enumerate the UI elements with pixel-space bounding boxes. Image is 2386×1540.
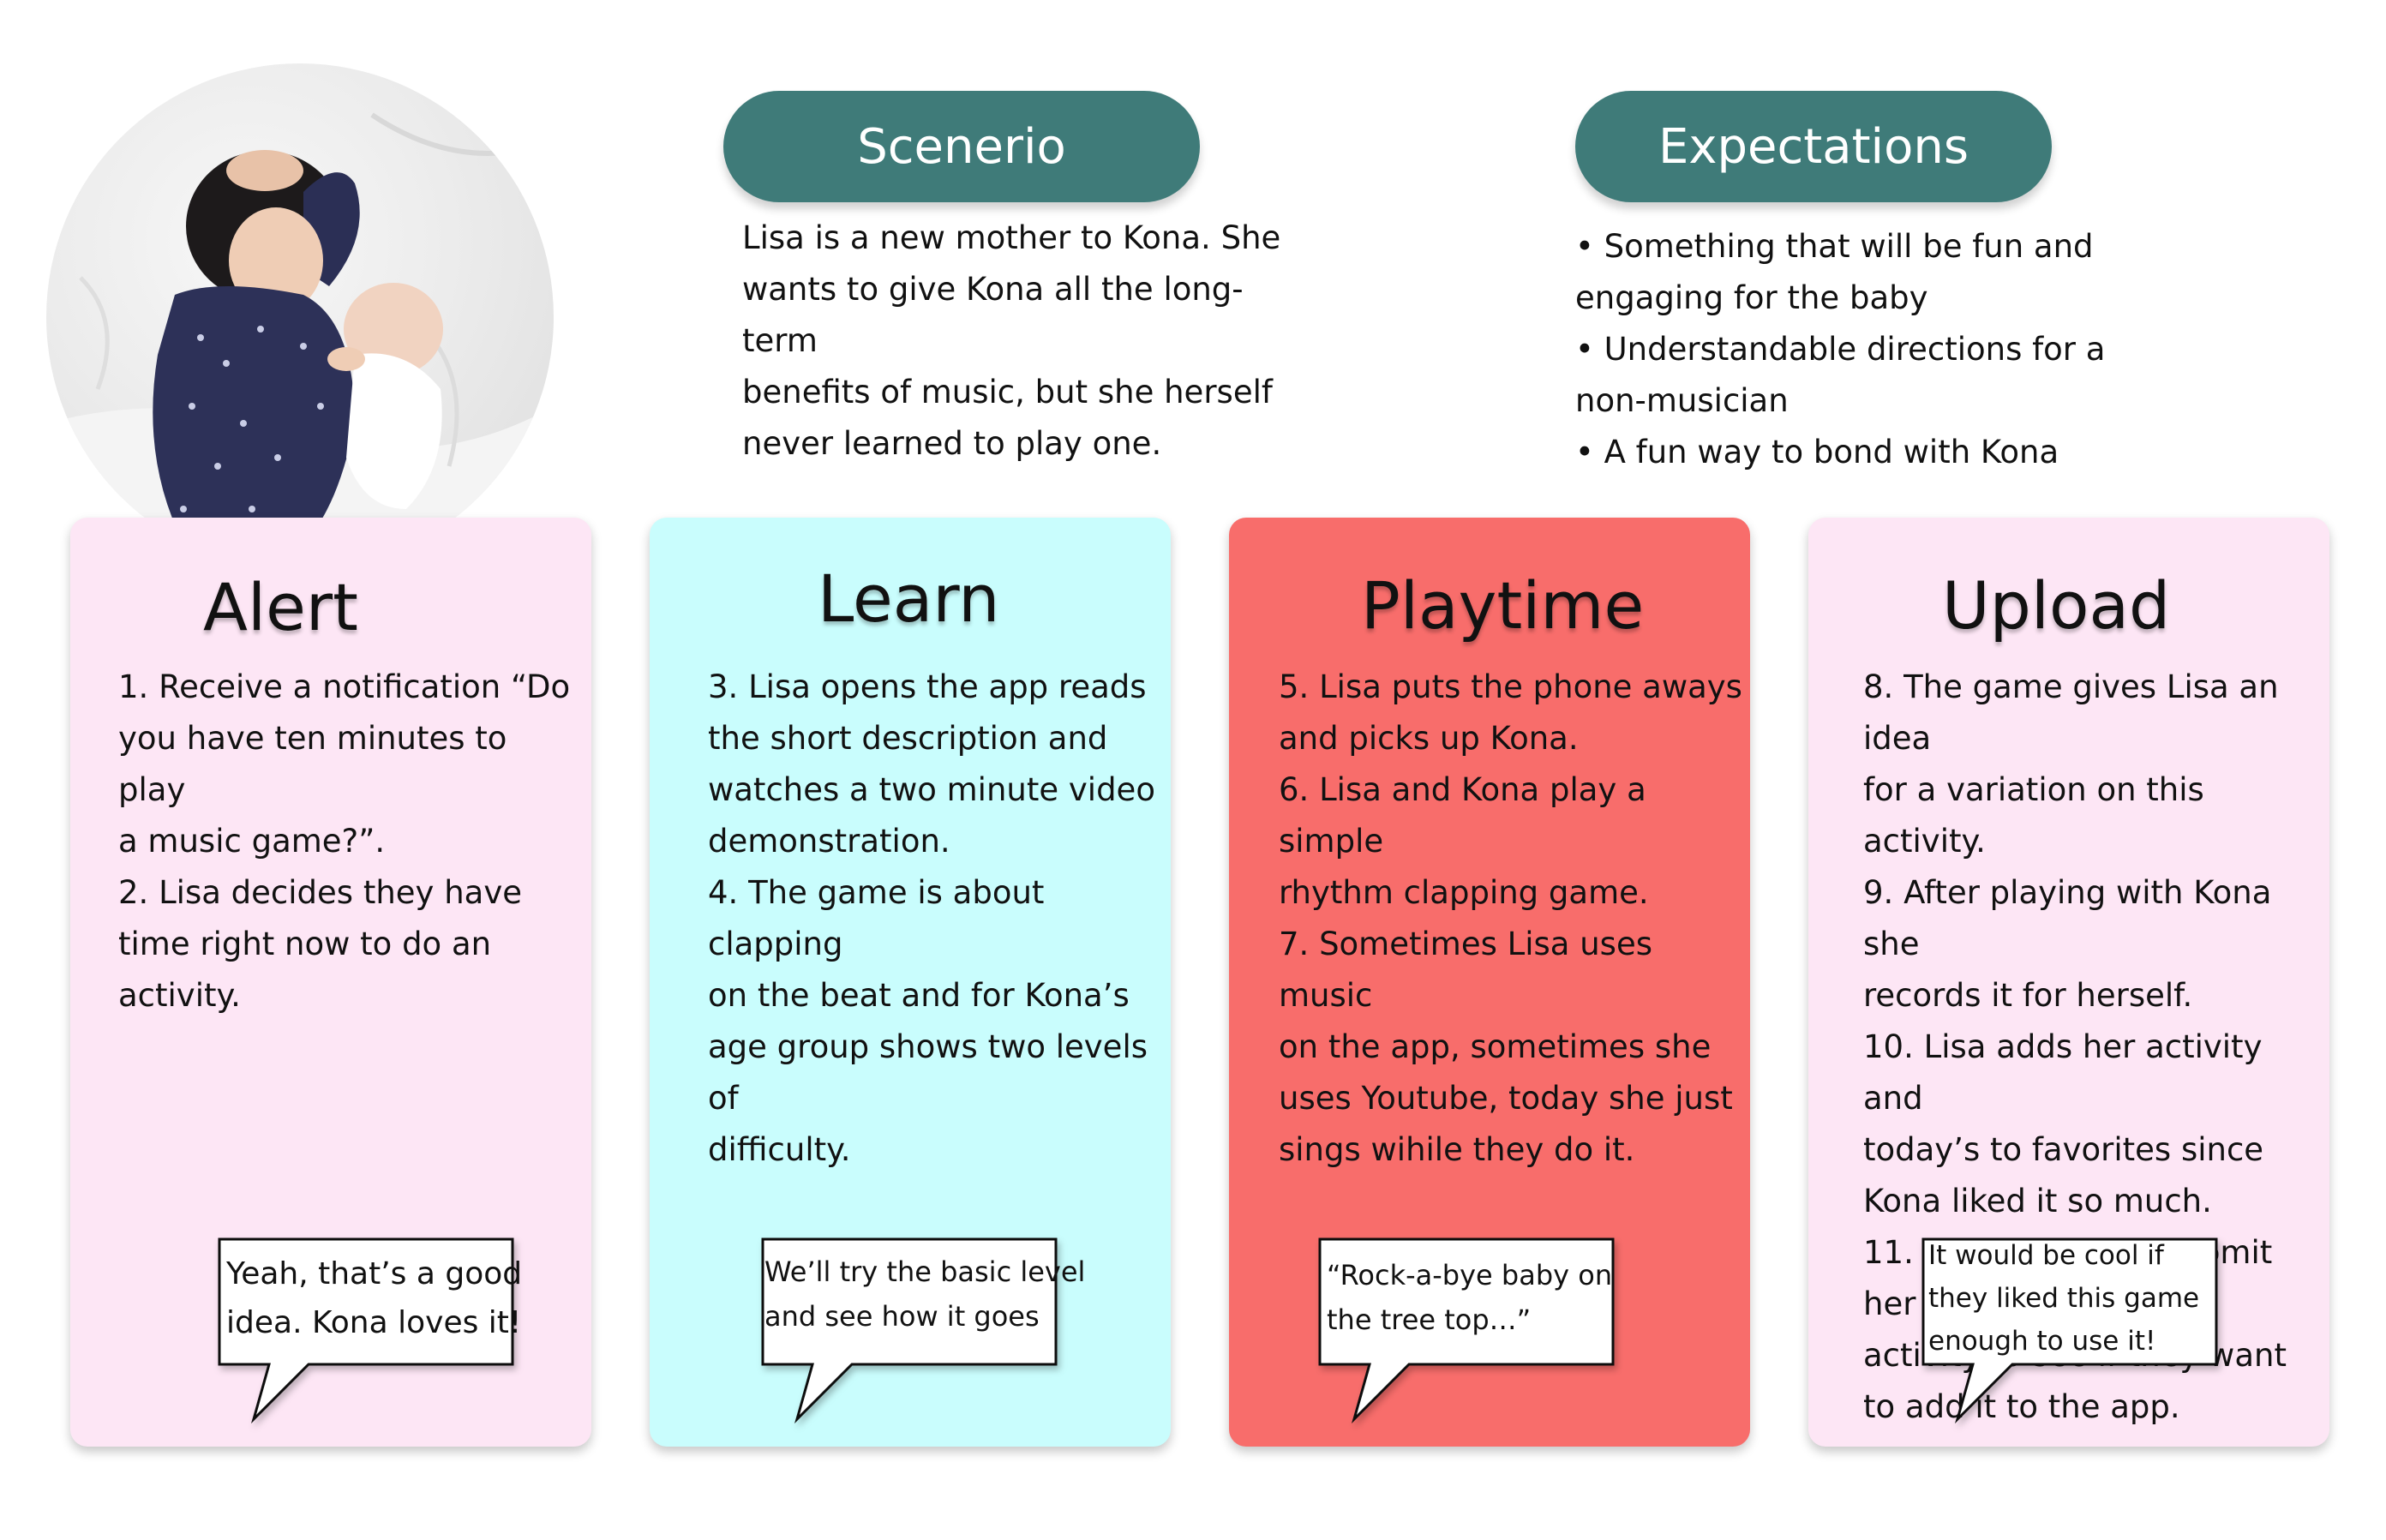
stage-title: Alert — [203, 569, 358, 645]
stage-steps: 3. Lisa opens the app reads the short de… — [708, 662, 1167, 1176]
scenario-line: never learned to play one. — [742, 425, 1162, 462]
scenario-title: Scenerio — [857, 118, 1066, 175]
step-line: 6. Lisa and Kona play a simple — [1279, 771, 1646, 860]
quote-text: We’ll try the basic level and see how it… — [764, 1249, 1085, 1339]
speech-bubble-shape — [218, 1237, 514, 1424]
quote-line: “Rock-a-bye baby on — [1327, 1259, 1613, 1291]
quote-text: Yeah, that’s a good idea. Kona loves it! — [226, 1249, 522, 1347]
scenario-line: Lisa is a new mother to Kona. She — [742, 219, 1281, 256]
scenario-heading: Scenerio — [723, 91, 1200, 202]
step-line: 3. Lisa opens the app reads — [708, 668, 1147, 705]
stage-card-playtime: Playtime 5. Lisa puts the phone aways an… — [1229, 518, 1750, 1447]
quote-line: the tree top…” — [1327, 1303, 1532, 1336]
step-line: a music game?”. — [118, 823, 386, 860]
expectation-item: • Something that will be fun and — [1575, 228, 2094, 265]
step-line: 9. After playing with Kona she — [1863, 874, 2272, 962]
step-line: difficulty. — [708, 1131, 851, 1168]
step-line: 2. Lisa decides they have — [118, 874, 522, 911]
step-line: on the app, sometimes she — [1279, 1028, 1712, 1065]
expectation-item: • Understandable directions for a — [1575, 331, 2106, 368]
speech-bubble: Yeah, that’s a good idea. Kona loves it! — [218, 1237, 522, 1426]
step-line: to add it to the app. — [1863, 1388, 2180, 1425]
stage-title: Upload — [1942, 567, 2171, 644]
step-line: the short description and — [708, 720, 1108, 757]
step-line: today’s to favorites since — [1863, 1131, 2264, 1168]
step-line: records it for herself. — [1863, 977, 2193, 1014]
speech-bubble-shape — [1318, 1237, 1615, 1424]
expectations-title: Expectations — [1658, 118, 1969, 175]
speech-bubble-shape — [761, 1237, 1058, 1424]
expectations-heading: Expectations — [1575, 91, 2052, 202]
step-line: Kona liked it so much. — [1863, 1183, 2212, 1219]
quote-text: “Rock-a-bye baby on the tree top…” — [1327, 1253, 1612, 1342]
expectation-item-continued: engaging for the baby — [1575, 279, 1928, 316]
step-line: 1. Receive a notification “Do — [118, 668, 571, 705]
quote-line: It would be cool if — [1928, 1240, 2164, 1271]
step-line: time right now to do an — [118, 926, 492, 962]
scenario-line: wants to give Kona all the long-term — [742, 271, 1244, 359]
stage-steps: 1. Receive a notification “Do you have t… — [118, 662, 581, 1022]
speech-bubble: “Rock-a-bye baby on the tree top…” — [1318, 1237, 1615, 1426]
speech-bubble-shape — [1921, 1237, 2218, 1424]
speech-bubble: We’ll try the basic level and see how it… — [761, 1237, 1085, 1426]
expectation-item: • A fun way to bond with Kona — [1575, 434, 2059, 470]
quote-line: idea. Kona loves it! — [226, 1305, 522, 1340]
step-line: on the beat and for Kona’s — [708, 977, 1130, 1014]
quote-line: Yeah, that’s a good — [226, 1256, 523, 1291]
step-line: sings wihile they do it. — [1279, 1131, 1635, 1168]
speech-bubble: It would be cool if they liked this game… — [1921, 1237, 2218, 1426]
step-line: 8. The game gives Lisa an idea — [1863, 668, 2279, 757]
step-line: 5. Lisa puts the phone aways — [1279, 668, 1742, 705]
step-line: 10. Lisa adds her activity and — [1863, 1028, 2263, 1117]
quote-text: It would be cool if they liked this game… — [1928, 1234, 2199, 1363]
scenario-line: benefits of music, but she herself — [742, 374, 1273, 410]
photo-illustration — [46, 112, 554, 571]
quote-line: they liked this game — [1928, 1283, 2200, 1314]
stage-card-upload: Upload 8. The game gives Lisa an idea fo… — [1808, 518, 2329, 1447]
step-line: you have ten minutes to play — [118, 720, 507, 808]
step-line: activity. — [1863, 823, 1986, 860]
quote-line: and see how it goes — [764, 1300, 1040, 1333]
step-line: for a variation on this — [1863, 771, 2204, 808]
mother-baby-photo — [46, 63, 554, 571]
step-line: watches a two minute video — [708, 771, 1155, 808]
step-line: demonstration. — [708, 823, 950, 860]
step-line: 4. The game is about clapping — [708, 874, 1045, 962]
step-line: age group shows two levels of — [708, 1028, 1148, 1117]
step-line: uses Youtube, today she just — [1279, 1080, 1733, 1117]
stage-card-alert: Alert 1. Receive a notification “Do you … — [70, 518, 591, 1447]
step-line: and picks up Kona. — [1279, 720, 1579, 757]
step-line: 7. Sometimes Lisa uses music — [1279, 926, 1652, 1014]
expectations-list: • Something that will be fun and engagin… — [1575, 221, 2158, 478]
step-line: rhythm clapping game. — [1279, 874, 1649, 911]
stage-steps: 5. Lisa puts the phone aways and picks u… — [1279, 662, 1747, 1176]
quote-line: We’ll try the basic level — [764, 1255, 1086, 1288]
expectation-item-continued: non-musician — [1575, 382, 1789, 419]
stage-card-learn: Learn 3. Lisa opens the app reads the sh… — [650, 518, 1171, 1447]
stage-title: Learn — [818, 560, 1000, 637]
stage-title: Playtime — [1361, 567, 1645, 644]
step-line: activity. — [118, 977, 241, 1014]
scenario-description: Lisa is a new mother to Kona. She wants … — [742, 213, 1291, 470]
quote-line: enough to use it! — [1928, 1326, 2156, 1357]
